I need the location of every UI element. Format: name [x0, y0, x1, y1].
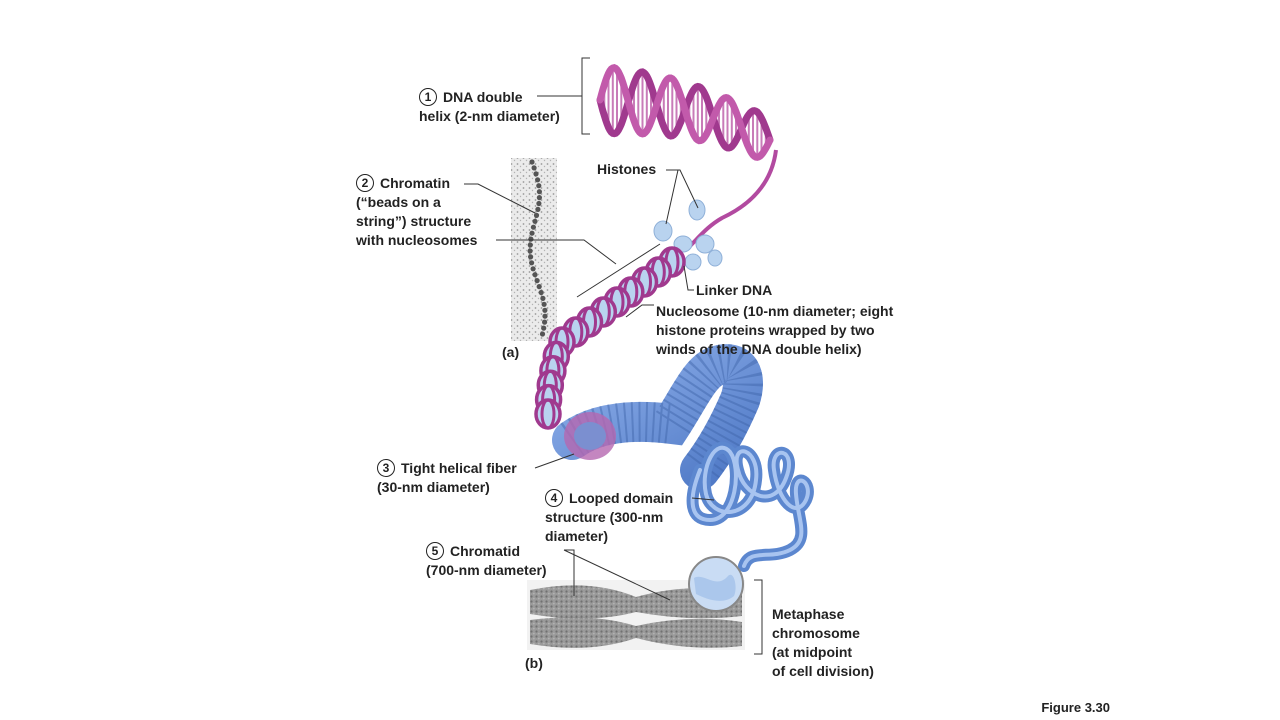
step-3-line1: Tight helical fiber [401, 460, 517, 476]
metaphase-label: Metaphase chromosome (at midpoint of cel… [772, 605, 874, 681]
step-1-label: 1 DNA double helix (2-nm diameter) [419, 88, 560, 126]
step-4-line3: diameter) [545, 528, 609, 544]
step-2-line2: (“beads on a [356, 194, 441, 210]
step-5-line1: Chromatid [450, 543, 520, 559]
panel-a-label: (a) [502, 344, 520, 360]
step-4-line2: structure (300-nm [545, 509, 664, 525]
step-3-number: 3 [377, 459, 395, 477]
step-3-line2: (30-nm diameter) [377, 479, 490, 495]
step-2-number: 2 [356, 174, 374, 192]
step-2-line3: string”) structure [356, 213, 472, 229]
step-1-line2: helix (2-nm diameter) [419, 108, 560, 124]
nucleosome-chain [534, 246, 686, 430]
nucleosome-label: Nucleosome (10-nm diameter; eight histon… [656, 302, 893, 359]
nucleosome-line3: winds of the DNA double helix) [656, 341, 862, 357]
tight-helical-fiber [552, 344, 763, 490]
nucleosome-line2: histone proteins wrapped by two [656, 322, 875, 338]
step-3-label: 3 Tight helical fiber (30-nm diameter) [377, 459, 517, 497]
nucleosome-line1: Nucleosome (10-nm diameter; eight [656, 303, 894, 319]
dna-double-helix [596, 64, 778, 248]
metaphase-line1: Metaphase [772, 606, 845, 622]
step-4-label: 4 Looped domain structure (300-nm diamete… [545, 489, 673, 546]
step-1-number: 1 [419, 88, 437, 106]
histones-label: Histones [597, 161, 657, 177]
step-2-line1: Chromatin [380, 175, 450, 191]
panel-b-label: (b) [525, 655, 543, 671]
figure-label: Figure 3.30 [1041, 700, 1110, 715]
micrograph-a [511, 158, 557, 341]
metaphase-line2: chromosome [772, 625, 860, 641]
metaphase-line4: of cell division) [772, 663, 874, 679]
step-5-label: 5 Chromatid (700-nm diameter) [426, 542, 547, 580]
magnifier-circle [688, 556, 744, 612]
metaphase-line3: (at midpoint [772, 644, 853, 660]
step-5-number: 5 [426, 542, 444, 560]
step-5-line2: (700-nm diameter) [426, 562, 547, 578]
step-1-line1: DNA double [443, 89, 523, 105]
step-2-label: 2 Chromatin (“beads on a string”) structu… [356, 174, 477, 250]
looped-domain-structure [686, 441, 814, 572]
histone-cluster [653, 199, 723, 271]
step-4-number: 4 [545, 489, 563, 507]
step-2-line4: with nucleosomes [356, 232, 478, 248]
step-4-line1: Looped domain [569, 490, 674, 506]
leader-lines [464, 57, 763, 655]
linker-dna-label: Linker DNA [696, 282, 773, 298]
